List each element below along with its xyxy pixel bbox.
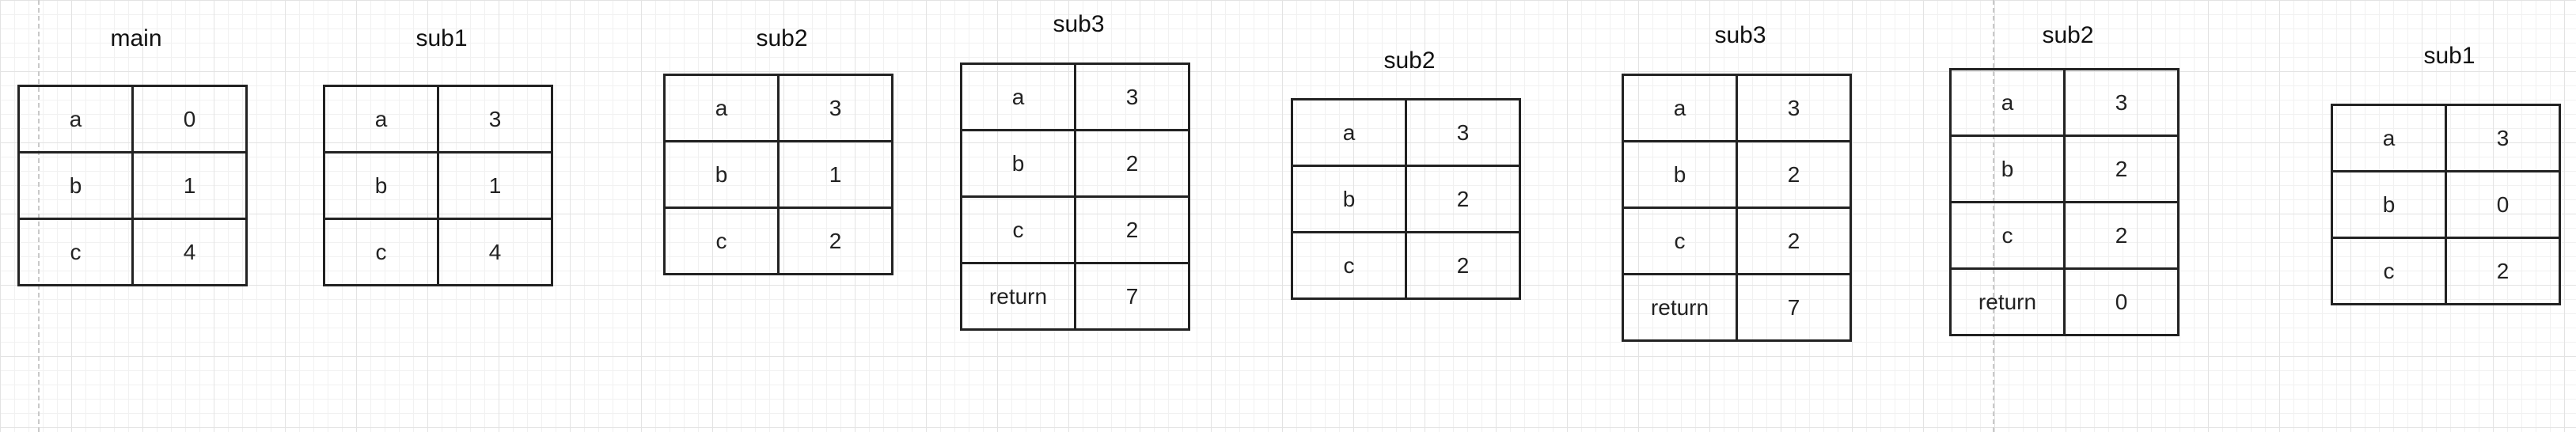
variable-value: 3	[437, 85, 553, 153]
variable-name: b	[1949, 135, 2066, 203]
variable-value: 1	[131, 151, 248, 220]
variable-name: a	[1291, 98, 1407, 167]
variable-name: c	[2331, 237, 2447, 305]
variable-value: 0	[2063, 267, 2180, 336]
variable-value: 1	[437, 151, 553, 220]
variable-value: 2	[1074, 129, 1190, 198]
variable-name: return	[1622, 273, 1738, 342]
frame-title: sub2	[1383, 47, 1436, 74]
variable-value: 4	[437, 218, 553, 286]
variable-name: b	[17, 151, 134, 220]
variable-value: 0	[131, 85, 248, 153]
variable-name: c	[1949, 201, 2066, 270]
variable-name: a	[960, 63, 1076, 131]
variable-name: b	[323, 151, 439, 220]
variable-value: 2	[1736, 207, 1852, 275]
variable-value: 2	[1405, 231, 1521, 300]
variable-name: b	[2331, 170, 2447, 239]
frame-title: sub3	[1053, 11, 1105, 37]
variable-name: a	[323, 85, 439, 153]
frame-title: sub1	[2423, 43, 2475, 69]
variable-name: c	[1291, 231, 1407, 300]
variable-value: 3	[1736, 74, 1852, 142]
variable-value: 2	[1074, 195, 1190, 264]
variable-name: b	[1622, 140, 1738, 209]
variable-name: a	[1622, 74, 1738, 142]
variable-value: 3	[1405, 98, 1521, 167]
variable-value: 2	[1405, 165, 1521, 233]
variable-value: 2	[2063, 201, 2180, 270]
variable-value: 3	[1074, 63, 1190, 131]
variable-value: 3	[2063, 68, 2180, 137]
frame-title: main	[110, 25, 162, 51]
variable-value: 2	[2063, 135, 2180, 203]
variable-name: c	[663, 207, 780, 275]
variable-name: c	[17, 218, 134, 286]
variable-name: c	[323, 218, 439, 286]
variable-name: a	[663, 74, 780, 142]
variable-value: 3	[2445, 104, 2561, 172]
variable-value: 3	[777, 74, 893, 142]
frame-title: sub2	[756, 25, 808, 51]
variable-name: a	[1949, 68, 2066, 137]
variable-value: 2	[2445, 237, 2561, 305]
variable-value: 1	[777, 140, 893, 209]
variable-value: 0	[2445, 170, 2561, 239]
variable-value: 7	[1736, 273, 1852, 342]
variable-name: return	[960, 262, 1076, 331]
variable-value: 2	[1736, 140, 1852, 209]
variable-value: 7	[1074, 262, 1190, 331]
variable-name: b	[1291, 165, 1407, 233]
variable-value: 4	[131, 218, 248, 286]
variable-name: b	[960, 129, 1076, 198]
variable-value: 2	[777, 207, 893, 275]
variable-name: return	[1949, 267, 2066, 336]
variable-name: a	[2331, 104, 2447, 172]
variable-name: c	[1622, 207, 1738, 275]
variable-name: a	[17, 85, 134, 153]
frame-title: sub3	[1714, 22, 1766, 48]
variable-name: b	[663, 140, 780, 209]
frame-title: sub1	[415, 25, 468, 51]
variable-name: c	[960, 195, 1076, 264]
frame-title: sub2	[2042, 22, 2094, 48]
